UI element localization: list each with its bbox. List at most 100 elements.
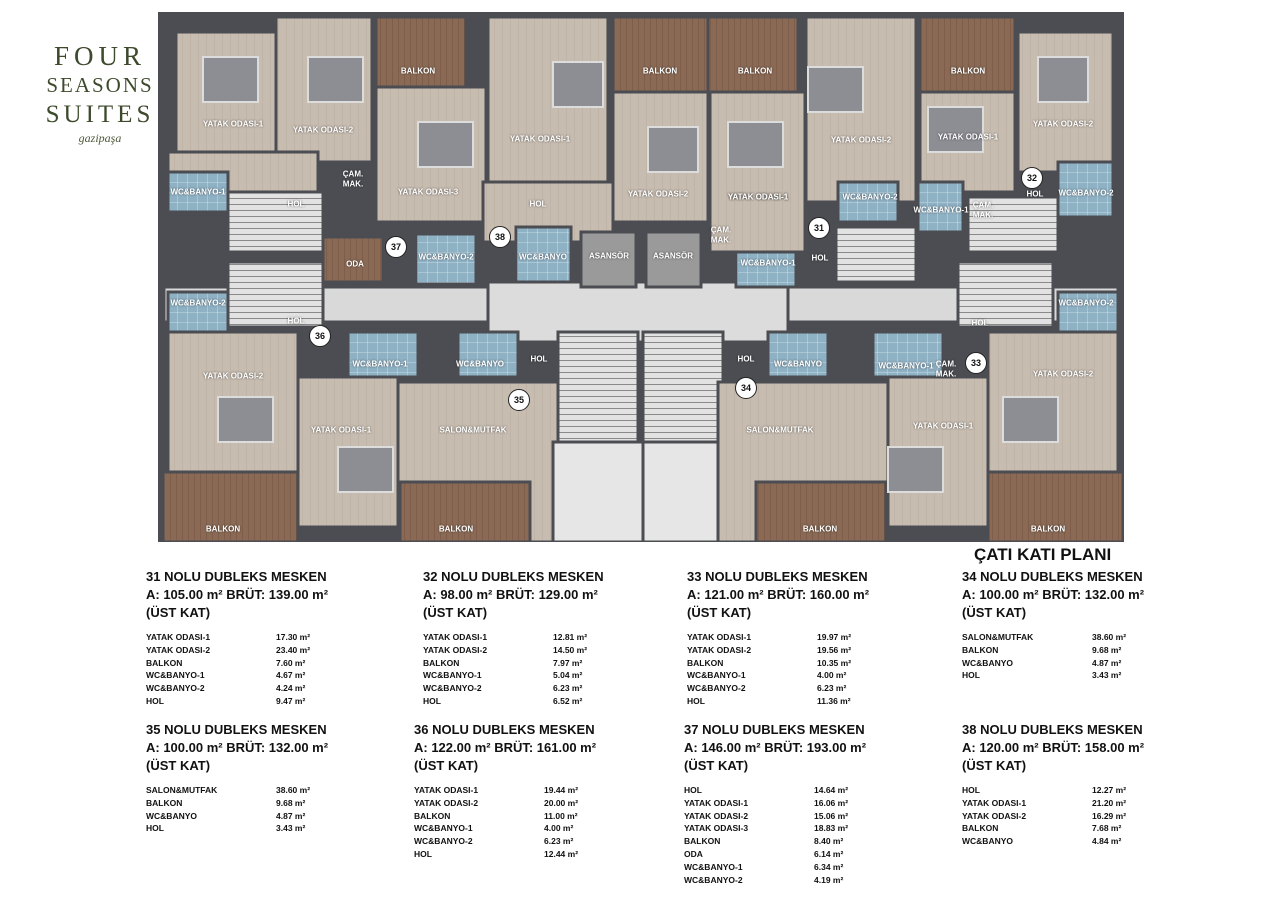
- room-label: YATAK ODASI-1: [937, 132, 999, 142]
- room-label: YATAK ODASI-2: [830, 135, 892, 145]
- room-label: HOL: [529, 199, 547, 209]
- room-label: YATAK ODASI-2: [1032, 119, 1094, 129]
- room-area: 38.60 m²: [276, 785, 311, 795]
- room-name: YATAK ODASI-1: [423, 632, 488, 642]
- room-label: YATAK ODASI-3: [397, 187, 459, 197]
- room-area: 6.34 m²: [814, 861, 844, 872]
- room-label: HOL: [737, 354, 755, 364]
- unit-title: 37 NOLU DUBLEKS MESKEN: [684, 722, 865, 737]
- room-label: HOL: [287, 316, 305, 326]
- room-name: WC&BANYO-2: [414, 836, 473, 847]
- unit-area: A: 120.00 m² BRÜT: 158.00 m²: [962, 740, 1145, 755]
- room-area: 14.50 m²: [553, 644, 588, 655]
- bed-icon: [307, 56, 364, 103]
- room-name: HOL: [687, 695, 705, 706]
- room-label: WC&BANYO-2: [842, 192, 898, 202]
- room-label: HOL: [530, 354, 548, 364]
- unit-floor: (ÜST KAT): [962, 758, 1027, 773]
- room-area: 6.23 m²: [553, 683, 583, 694]
- room-area-list: YATAK ODASI-1 12.81 m² YATAK ODASI-2 14.50 …: [423, 632, 673, 709]
- unit-floor: (ÜST KAT): [423, 605, 488, 620]
- room-name: WC&BANYO-2: [423, 683, 482, 694]
- unit-marker: 32: [1021, 167, 1043, 189]
- room-label: BALKON: [950, 66, 986, 76]
- room-area: 19.97 m²: [817, 632, 852, 642]
- wc: [166, 290, 230, 334]
- unit-marker: 34: [735, 377, 757, 399]
- room-label: BALKON: [400, 66, 436, 76]
- unit-area: A: 98.00 m² BRÜT: 129.00 m²: [423, 587, 598, 602]
- room-balkon: [611, 15, 710, 94]
- room-label: WC&BANYO-1: [740, 258, 796, 268]
- unit-marker: 31: [808, 217, 830, 239]
- unit-marker: 35: [508, 389, 530, 411]
- bed-icon: [417, 121, 474, 168]
- room-label: YATAK ODASI-1: [310, 425, 372, 435]
- room-area: 7.60 m²: [276, 657, 306, 668]
- stairs: [226, 260, 325, 329]
- room-name: WC&BANYO-2: [684, 874, 743, 885]
- stairs: [956, 260, 1055, 329]
- room-label: YATAK ODASI-2: [202, 371, 264, 381]
- room-area: 15.06 m²: [814, 810, 849, 821]
- room-name: SALON&MUTFAK: [962, 632, 1034, 642]
- brand-logo: FOUR SEASONS SUITES gazipaşa: [40, 42, 160, 162]
- room-name: BALKON: [414, 810, 451, 821]
- room-name: BALKON: [146, 797, 183, 808]
- room-label: WC&BANYO-2: [170, 298, 226, 308]
- room-label: BALKON: [205, 524, 241, 534]
- room-area: 9.68 m²: [1092, 644, 1122, 655]
- room-area: 7.97 m²: [553, 657, 583, 668]
- room-area: 6.23 m²: [817, 683, 847, 694]
- room-balkon: [986, 470, 1124, 542]
- room-label: WC&BANYO: [774, 359, 822, 369]
- room-label: YATAK ODASI-1: [727, 192, 789, 202]
- room-area: 14.64 m²: [814, 785, 849, 795]
- logo-line-3: SUITES: [45, 101, 155, 128]
- room-label: HOL: [971, 318, 989, 328]
- room-name: YATAK ODASI-3: [684, 823, 749, 834]
- wc: [514, 225, 573, 284]
- room-area: 7.68 m²: [1092, 823, 1122, 834]
- wc: [456, 330, 520, 379]
- room-area: 9.68 m²: [276, 797, 306, 808]
- unit-title: 35 NOLU DUBLEKS MESKEN: [146, 722, 327, 737]
- unit-marker: 38: [489, 226, 511, 248]
- elevator: [644, 230, 703, 289]
- room-name: HOL: [146, 695, 164, 706]
- bed-icon: [887, 446, 944, 493]
- room-label: SALON&MUTFAK: [746, 425, 814, 435]
- unit-floor: (ÜST KAT): [962, 605, 1027, 620]
- wc: [836, 180, 900, 224]
- unit-marker: 37: [385, 236, 407, 258]
- room-area: 8.40 m²: [814, 836, 844, 847]
- room-name: YATAK ODASI-2: [423, 644, 488, 655]
- room-name: HOL: [414, 848, 432, 859]
- room-area: 12.81 m²: [553, 632, 588, 642]
- bed-icon: [1037, 56, 1089, 103]
- room-area: 23.40 m²: [276, 644, 311, 655]
- room-label: YATAK ODASI-1: [912, 421, 974, 431]
- room-label: ASANSÖR: [588, 251, 630, 261]
- room-area: 4.00 m²: [817, 670, 847, 681]
- room-area: 11.00 m²: [544, 810, 578, 821]
